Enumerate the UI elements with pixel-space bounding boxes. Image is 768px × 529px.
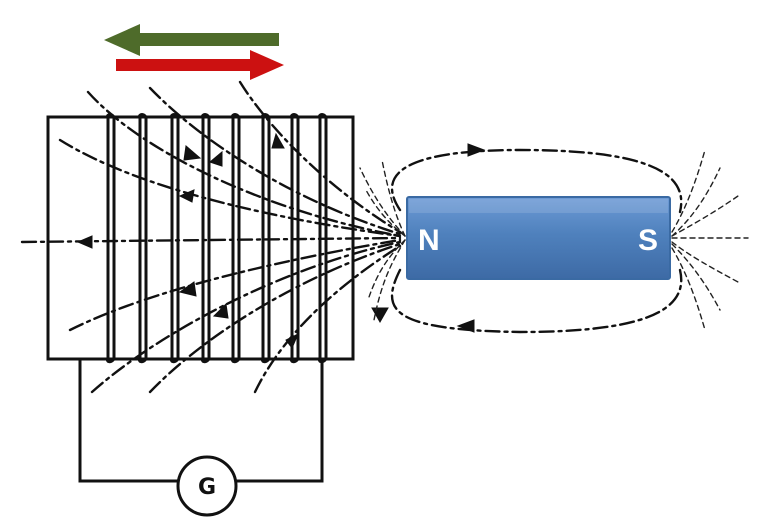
south-pole-label: S	[638, 224, 658, 257]
pole-fan-lines	[359, 149, 749, 331]
coil-core	[46, 115, 355, 361]
field-arrowheads	[76, 132, 299, 349]
field-lines-outer	[371, 143, 683, 334]
galvanometer-label: G	[198, 475, 216, 500]
field-lines-coil	[20, 80, 402, 394]
left-arrow-icon	[104, 24, 279, 56]
galvanometer: G	[176, 455, 238, 517]
north-pole-label: N	[418, 224, 440, 257]
circuit-wire	[78, 359, 324, 483]
right-arrow-icon	[116, 50, 284, 80]
bar-magnet: N S	[406, 196, 671, 280]
